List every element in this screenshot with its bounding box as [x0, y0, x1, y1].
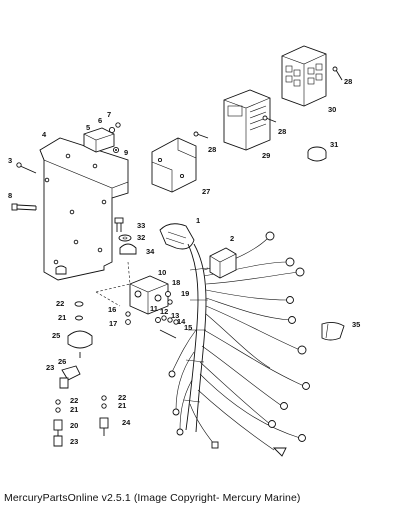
callout-12: 12: [160, 307, 168, 316]
callout-11: 11: [150, 304, 158, 313]
callout-21-top: 21: [58, 313, 66, 322]
elbow-26-23: [59, 365, 81, 389]
callout-34: 34: [146, 247, 155, 256]
callout-21-right: 21: [118, 401, 126, 410]
callout-27: 27: [202, 187, 210, 196]
small-fasteners-mid: [125, 291, 179, 339]
callout-16: 16: [108, 305, 116, 314]
callout-19: 19: [181, 289, 189, 298]
clamp-34: [119, 243, 137, 255]
callout-8: 8: [8, 191, 12, 200]
guide-line: [95, 261, 131, 307]
screw-3: [16, 162, 37, 174]
callout-25: 25: [52, 331, 60, 340]
callout-26: 26: [58, 357, 66, 366]
callout-5: 5: [86, 123, 90, 132]
mounting-bracket: [39, 137, 129, 281]
fuse-box: [281, 45, 327, 107]
callout-3: 3: [8, 156, 12, 165]
callout-1: 1: [196, 216, 200, 225]
bolt-8: [11, 203, 37, 211]
callout-24: 24: [122, 418, 131, 427]
callout-15: 15: [184, 323, 192, 332]
image-caption: MercuryPartsOnline v2.5.1 (Image Copyrig…: [4, 492, 301, 504]
bolts-28: [193, 66, 343, 139]
callout-13: 13: [171, 311, 179, 320]
ecm-module: [223, 89, 271, 151]
sender-25: [67, 330, 93, 358]
callout-35: 35: [352, 320, 360, 329]
boot-35: [321, 321, 345, 341]
bolt-33: [114, 217, 124, 232]
callout-28-module: 28: [278, 127, 286, 136]
callout-6: 6: [98, 116, 102, 125]
callout-22-right: 22: [118, 393, 126, 402]
small-fasteners-top: [108, 122, 121, 154]
callout-7: 7: [107, 110, 111, 119]
callout-32: 32: [137, 233, 145, 242]
callout-23-lower: 23: [70, 437, 78, 446]
callout-17: 17: [109, 319, 117, 328]
callout-22-left: 22: [70, 396, 78, 405]
connector-2: [209, 247, 237, 279]
callout-28-ecm: 28: [208, 145, 216, 154]
callout-14: 14: [177, 317, 186, 326]
callout-33: 33: [137, 221, 145, 230]
ecm-bracket: [151, 137, 197, 193]
callout-31: 31: [330, 140, 338, 149]
sensor-stack-right: [99, 395, 109, 436]
sensor-31: [307, 146, 327, 162]
fitting-22-21-top: [74, 301, 84, 321]
callout-21-left: 21: [70, 405, 78, 414]
callout-23-upper: 23: [46, 363, 54, 372]
relay-module: [83, 127, 115, 153]
callout-10: 10: [158, 268, 166, 277]
callout-28-fusebox: 28: [344, 77, 352, 86]
sensor-stack-left: [53, 399, 63, 447]
washer-32: [118, 234, 132, 242]
callout-29: 29: [262, 151, 270, 160]
callout-20: 20: [70, 421, 78, 430]
callout-18: 18: [172, 278, 180, 287]
callout-9: 9: [124, 148, 128, 157]
parts-diagram: 1 2 3 4 5 6 7 8 9 10 11 12 13 14 15 16 1…: [8, 45, 360, 457]
callout-4: 4: [42, 130, 47, 139]
solenoid-10: [129, 275, 169, 315]
callout-22-top: 22: [56, 299, 64, 308]
callout-labels: 1 2 3 4 5 6 7 8 9 10 11 12 13 14 15 16 1…: [8, 77, 360, 446]
wiring-harness: [159, 223, 310, 457]
callout-30: 30: [328, 105, 336, 114]
callout-2: 2: [230, 234, 234, 243]
